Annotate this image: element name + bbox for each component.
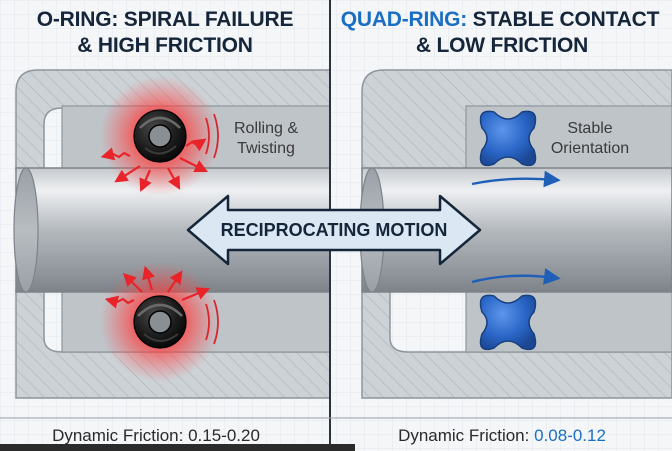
bottom-edge-strip [0,444,355,451]
right-title-highlight: QUAD-RING: [341,8,467,31]
right-label-line2: Orientation [551,140,629,157]
right-title-line2: & LOW FRICTION [416,34,588,57]
right-housing-bottom [361,289,672,399]
left-friction-label: Dynamic Friction: [52,426,188,445]
red-spark-arrows-icon [104,265,211,309]
left-friction-text: Dynamic Friction: 0.15-0.20 [52,426,260,445]
left-label-line2: Twisting [237,140,295,157]
left-title-line1: O-RING: SPIRAL FAILURE [37,8,294,31]
left-friction-value: 0.15-0.20 [188,426,260,445]
right-friction-label: Dynamic Friction: [398,426,534,445]
reciprocating-motion-label: RECIPROCATING MOTION [221,220,448,240]
right-label-line1: Stable [567,120,612,137]
quadring-cross-section-icon [479,110,537,167]
left-title-line2: & HIGH FRICTION [77,34,253,57]
vibration-lines-top [205,113,219,159]
right-title-line1: QUAD-RING: STABLE CONTACT [341,8,660,31]
quadring-cross-section-icon [479,294,537,351]
reciprocating-motion-arrow [186,194,482,266]
right-friction-value: 0.08-0.12 [534,426,606,445]
vibration-lines-bottom [205,299,219,345]
blue-flow-arrow-icon [471,170,561,285]
left-shaft-end [13,167,39,293]
right-title-rest: STABLE CONTACT [467,8,660,31]
left-panel [13,69,331,399]
oring-cross-section-icon [133,295,187,349]
right-friction-text: Dynamic Friction: 0.08-0.12 [398,426,606,445]
oring-cross-section-icon [133,109,187,163]
left-label-line1: Rolling & [234,120,298,137]
red-spark-arrows-icon [100,138,208,193]
